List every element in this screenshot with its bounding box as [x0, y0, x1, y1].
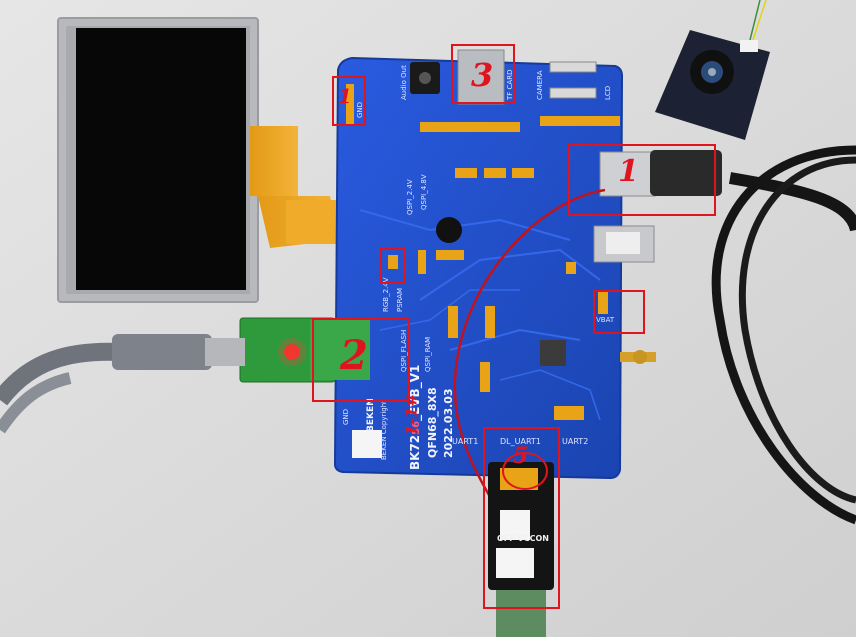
qr-code-dongle	[500, 510, 530, 540]
annotation-number: 3	[471, 56, 494, 94]
annotation-number: 2	[340, 332, 368, 379]
label-dl-uart1: DL_UART1	[500, 437, 541, 446]
microphone	[436, 217, 462, 243]
label-audio-out: Audio Out	[400, 65, 408, 100]
label-qspi-24: QSPI_2.4V	[406, 179, 414, 215]
annotation-box-usb-host: 1	[568, 144, 716, 216]
annotation-number: 1	[338, 84, 352, 108]
qr-code-board	[352, 430, 382, 458]
annotation-box-vbat	[593, 290, 645, 334]
annotation-box-2: 2	[312, 318, 410, 402]
label-lcd: LCD	[604, 85, 612, 100]
grey-usb-cable-2	[0, 372, 72, 434]
annotation-box-3: 3	[451, 44, 515, 104]
usb-cable-loop	[711, 145, 856, 525]
annotation-number: 1	[618, 154, 639, 189]
label-qspi-ram: QSPI_RAM	[424, 336, 432, 372]
label-uart1: UART1	[452, 437, 479, 446]
label-camera: CAMERA	[536, 70, 544, 100]
label-vbat: VBAT	[596, 316, 615, 324]
dongle-switch-label: OFF VCCON	[497, 534, 549, 543]
lcd-display	[57, 17, 259, 303]
copyright-text: BEKEN Copyright	[380, 400, 388, 460]
lcd-flex-cable	[250, 126, 340, 248]
annotation-box-1: 1	[332, 76, 366, 126]
tf-card-slot	[457, 49, 505, 105]
annotation-circle-uart	[502, 452, 548, 490]
pin-headers	[346, 84, 620, 420]
camera-module	[655, 0, 770, 140]
board-model-prefix: BK72	[408, 434, 422, 470]
board-date: 2022.03.03	[442, 388, 455, 458]
usb-cable-plug-black	[650, 150, 722, 196]
label-uart2: UART2	[562, 437, 589, 446]
label-qspi-48: QSPI_4.8V	[420, 174, 428, 210]
lcd-connector	[549, 87, 597, 99]
brand-logo: BEKEN	[366, 398, 376, 432]
camera-connector	[549, 61, 597, 73]
main-pcb	[333, 56, 624, 480]
label-gnd-bottom: GND	[342, 408, 350, 425]
usb-cable-loop-2	[738, 156, 856, 504]
grey-usb-plug	[112, 334, 212, 370]
click-board	[239, 317, 370, 383]
grey-usb-cable	[0, 342, 121, 406]
main-soc-chip	[540, 340, 566, 366]
board-package: QFN68_8X8	[426, 387, 439, 458]
label-psram: PSRAM	[396, 287, 404, 312]
annotation-box-rgb	[380, 248, 406, 284]
